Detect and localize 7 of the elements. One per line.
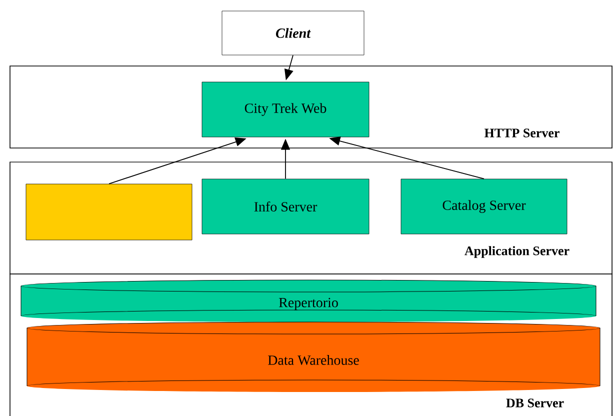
client-box: Client: [222, 10, 364, 56]
component-box: Catalog Server: [400, 178, 568, 234]
database-cylinder: Data Warehouse: [26, 322, 600, 392]
component-box: Info Server: [202, 178, 370, 234]
database-cylinder: Repertorio: [20, 280, 596, 322]
component-box: City Trek Web: [202, 82, 370, 138]
component-box: [26, 184, 192, 240]
